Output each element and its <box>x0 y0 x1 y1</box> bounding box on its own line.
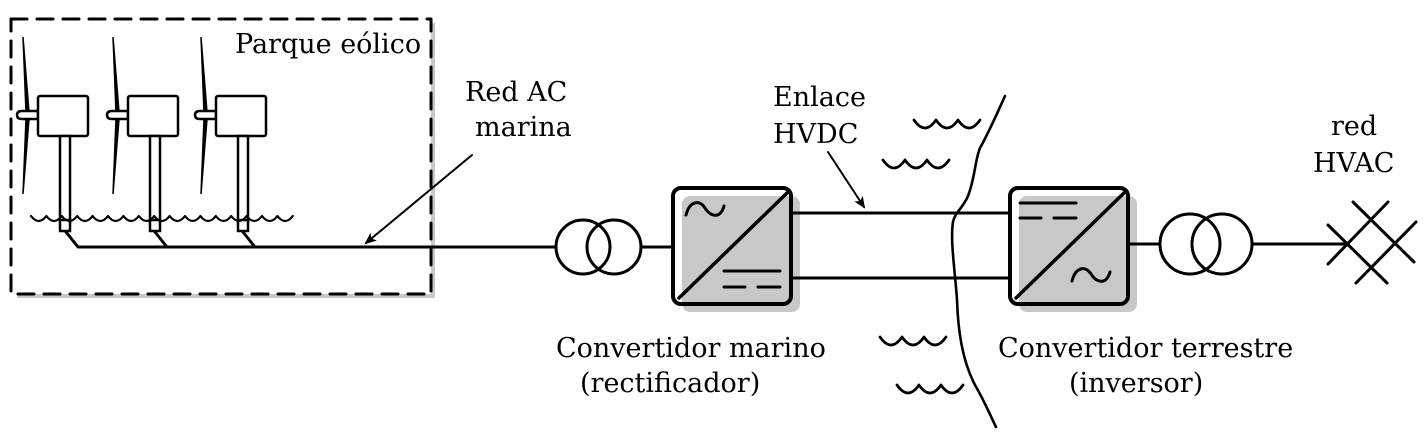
transformer-winding-secondary <box>1190 212 1254 276</box>
converter-body <box>671 186 793 306</box>
turbine-foundation <box>148 218 162 233</box>
ac-sine-icon <box>1070 267 1112 283</box>
turbine-nacelle <box>214 94 268 138</box>
turbine-hub <box>105 109 130 121</box>
wind-turbines <box>15 36 268 233</box>
wind-turbine <box>105 36 180 233</box>
grid-label-line2: HVAC <box>1313 148 1394 179</box>
wind-farm-boundary <box>9 17 433 296</box>
transformer-winding-primary <box>554 218 612 276</box>
collector-line <box>64 230 557 249</box>
transformer-winding-secondary <box>585 218 643 276</box>
collector-branch <box>153 230 169 249</box>
rectifier-label-line1: Convertidor marino <box>556 333 826 364</box>
wave-icon <box>912 118 982 130</box>
onshore-converter: Convertidor terrestre (inversor) <box>998 186 1293 399</box>
turbine-hub <box>15 109 40 121</box>
turbine-hub <box>193 109 218 121</box>
grid-label-line1: red <box>1331 111 1377 142</box>
grid-icon <box>1326 200 1418 285</box>
converter-shadow <box>1019 196 1137 312</box>
hvdc-link: Enlace HVDC <box>773 82 1012 280</box>
wind-farm-label: Parque eólico <box>235 29 421 60</box>
wind-farm-box: Parque eólico <box>9 17 435 298</box>
offshore-transformer <box>554 218 674 276</box>
converter-body <box>1008 186 1130 306</box>
hvdc-arrow <box>827 151 866 209</box>
coastline <box>950 94 1007 429</box>
transformer-winding-primary <box>1158 212 1222 276</box>
collector-branch <box>241 230 257 249</box>
converter-diagonal <box>1014 190 1127 300</box>
rectifier-label-line2: (rectificador) <box>580 368 760 399</box>
turbine-tower <box>58 134 72 224</box>
wind-turbine <box>193 36 268 233</box>
grid-line <box>1326 200 1390 266</box>
turbine-nacelle <box>126 94 180 138</box>
wave-icon <box>878 335 948 347</box>
converter-shadow <box>682 196 800 312</box>
wind-turbine <box>15 36 90 233</box>
turbine-nacelle <box>36 94 90 138</box>
sea-waves <box>878 118 982 395</box>
offshore-converter: Convertidor marino (rectificador) <box>556 186 826 399</box>
inverter-label-line2: (inversor) <box>1069 368 1203 399</box>
onshore-transformer <box>1158 212 1349 276</box>
ac-sine-icon <box>684 201 726 217</box>
grid-line <box>1351 200 1416 264</box>
turbine-tower <box>148 134 162 224</box>
hvac-grid: red HVAC <box>1313 111 1418 285</box>
wave-icon <box>895 383 965 395</box>
grid-line <box>1354 220 1418 285</box>
hvdc-label-line1: Enlace <box>773 82 866 113</box>
sea-surface-waves <box>29 214 294 223</box>
offshore-ac-grid <box>64 230 557 249</box>
offshore-ac-label-line1: Red AC <box>465 77 567 108</box>
converter-diagonal <box>677 190 790 300</box>
grid-line <box>1326 223 1389 285</box>
wave-icon <box>881 158 951 170</box>
inverter-label-line1: Convertidor terrestre <box>998 333 1293 364</box>
offshore-ac-arrow <box>364 154 473 245</box>
turbine-tower <box>236 134 250 224</box>
offshore-ac-label-line2: marina <box>475 112 572 143</box>
offshore-ac-annotation: Red AC marina <box>364 77 572 245</box>
hvdc-label-line2: HVDC <box>773 119 858 150</box>
